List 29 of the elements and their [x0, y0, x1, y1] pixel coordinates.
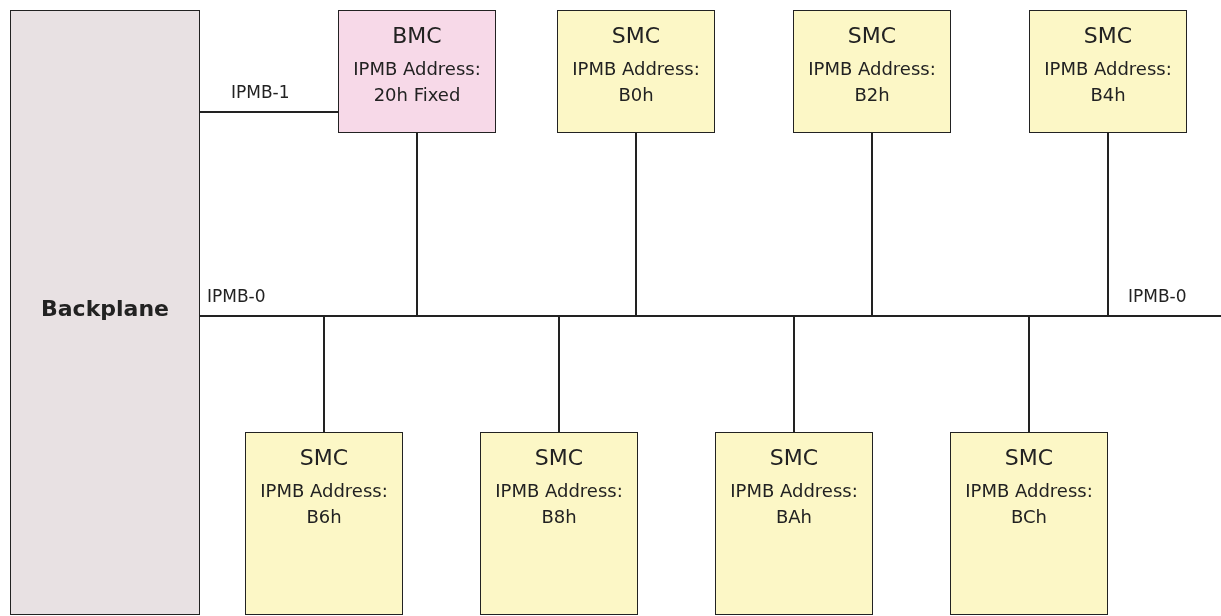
- box-title: SMC: [769, 445, 819, 470]
- controller-box: [557, 10, 715, 133]
- box-title: SMC: [534, 445, 584, 470]
- box-title: SMC: [1004, 445, 1054, 470]
- address-text: IPMB Address: B8h: [494, 479, 624, 530]
- controller-box: [715, 432, 873, 615]
- controller-box: [480, 432, 638, 615]
- address-text: IPMB Address: BAh: [729, 479, 859, 530]
- controller-box: [793, 10, 951, 133]
- controller-box: [245, 432, 403, 615]
- address-text: IPMB Address: B4h: [1043, 57, 1173, 108]
- connector-line: [199, 111, 339, 113]
- bus-label: IPMB-0: [207, 286, 266, 306]
- bus-label: IPMB-0: [1128, 286, 1187, 306]
- backplane-box: [10, 10, 200, 615]
- address-text: IPMB Address: BCh: [964, 479, 1094, 530]
- box-title: SMC: [847, 23, 897, 48]
- box-title: Backplane: [41, 296, 169, 321]
- controller-box: [1029, 10, 1187, 133]
- box-title: SMC: [1083, 23, 1133, 48]
- box-title: BMC: [392, 23, 442, 48]
- box-title: SMC: [611, 23, 661, 48]
- address-text: IPMB Address: B0h: [571, 57, 701, 108]
- address-text: IPMB Address: B6h: [259, 479, 389, 530]
- controller-box: [950, 432, 1108, 615]
- box-title: SMC: [299, 445, 349, 470]
- address-text: IPMB Address: B2h: [807, 57, 937, 108]
- address-text: IPMB Address: 20h Fixed: [352, 57, 482, 108]
- controller-box: [338, 10, 496, 133]
